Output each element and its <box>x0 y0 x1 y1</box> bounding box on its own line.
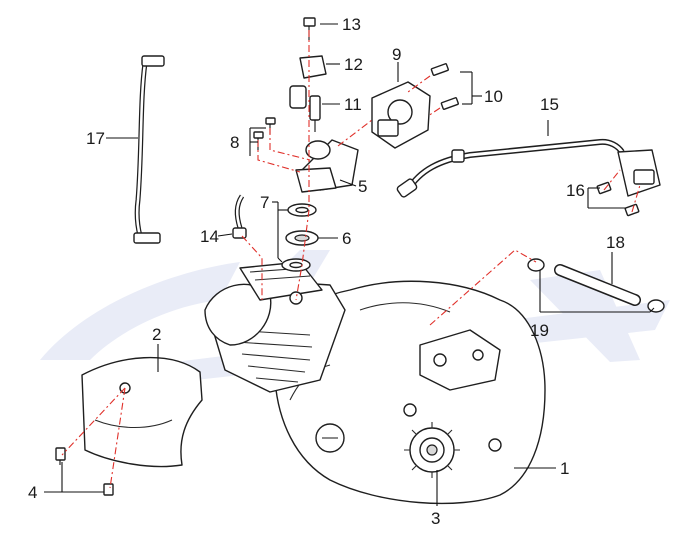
callout-4: 4 <box>28 483 37 502</box>
hose-clamp-left <box>527 258 545 272</box>
callout-1: 1 <box>560 459 569 478</box>
intake-manifold <box>295 139 359 193</box>
callout-3: 3 <box>431 509 440 528</box>
injector-cap <box>299 55 327 79</box>
callout-8: 8 <box>230 133 239 152</box>
throttle-bolt-lower <box>440 97 459 110</box>
lower-gasket <box>281 258 311 272</box>
callout-13: 13 <box>342 15 361 34</box>
hose-clamp-right <box>647 299 665 313</box>
breather-hose <box>232 194 247 239</box>
throttle-body <box>371 81 431 149</box>
callout-18: 18 <box>606 233 625 252</box>
callout-16: 16 <box>566 181 585 200</box>
callout-2: 2 <box>152 325 161 344</box>
drive-sprocket <box>404 422 460 478</box>
callout-7: 7 <box>260 193 269 212</box>
fuel-hose <box>133 55 165 244</box>
callout-5: 5 <box>358 177 367 196</box>
fuel-injector <box>289 85 321 132</box>
insulator <box>285 230 319 246</box>
upper-gasket <box>287 203 317 217</box>
engine-assembly <box>204 261 546 505</box>
callout-12: 12 <box>344 55 363 74</box>
callout-6: 6 <box>342 229 351 248</box>
cover-bolt-lower <box>103 483 114 496</box>
callout-labels: 13 12 11 9 10 8 5 7 6 14 15 17 16 18 19 … <box>28 15 625 528</box>
callout-19: 19 <box>530 321 549 340</box>
throttle-bolt-upper <box>430 63 449 76</box>
cover-bolt-upper <box>55 447 66 465</box>
callout-15: 15 <box>540 95 559 114</box>
sprocket-cover <box>81 356 203 468</box>
callout-10: 10 <box>484 87 503 106</box>
ignition-coil-lead <box>396 138 625 198</box>
assembly-centerlines <box>61 30 641 489</box>
callout-9: 9 <box>392 45 401 64</box>
injector-bolt <box>303 17 316 40</box>
callout-17: 17 <box>86 129 105 148</box>
ignition-coil <box>617 149 661 197</box>
coil-bolt-lower <box>624 203 640 217</box>
callout-11: 11 <box>344 95 362 114</box>
leader-lines <box>44 23 655 506</box>
callout-14: 14 <box>200 227 219 246</box>
vent-hose <box>554 264 641 306</box>
